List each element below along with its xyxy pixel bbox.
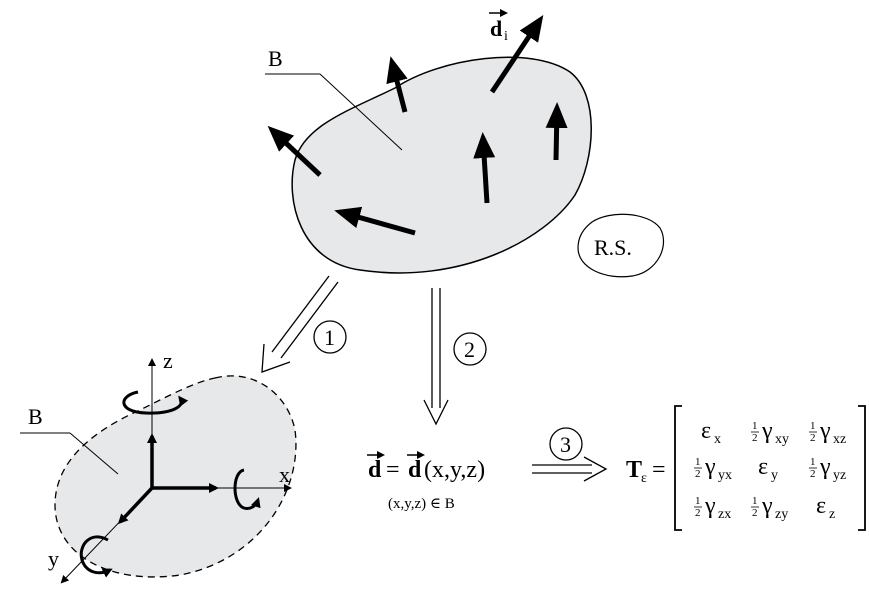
rotation-arcs [79, 390, 261, 578]
tensor-subscript: zy [775, 507, 788, 522]
half-denominator: 2 [695, 507, 701, 519]
rotation-arc-x [233, 468, 261, 510]
step-2-number: 2 [464, 337, 475, 362]
half-numerator: 1 [810, 456, 816, 468]
half-numerator: 1 [695, 495, 701, 507]
tensor-left-bracket [674, 405, 682, 531]
rotation-arc-y [79, 535, 113, 578]
rotation-arc-z [122, 390, 189, 415]
half-denominator: 2 [810, 432, 816, 444]
displacement-arrow-1 [386, 56, 408, 113]
half-denominator: 2 [752, 507, 758, 519]
step-1-arrow [261, 275, 339, 373]
equation-lhs: d [368, 457, 382, 483]
displacement-arrow-3 [267, 125, 322, 177]
tensor-symbol-epsilon: ε [816, 493, 826, 519]
displacement-arrow-5 [545, 102, 568, 161]
tensor-symbol-epsilon: ε [758, 454, 768, 480]
displacement-arrows [267, 15, 568, 236]
vector-label-di-sub: i [504, 29, 508, 44]
tensor-subscript: z [829, 507, 835, 522]
body-label-bottom: B [28, 404, 43, 429]
tensor-right-bracket [858, 405, 866, 531]
leader-line-top-diag [319, 73, 403, 151]
leader-line-bottom-diag [69, 432, 119, 475]
half-numerator: 1 [752, 495, 758, 507]
tensor-symbol-gamma: γ [819, 418, 831, 444]
equation-eq: = [386, 457, 400, 483]
tensor-eq: = [652, 457, 666, 483]
step-1-circle [313, 320, 347, 354]
tensor-subscript: zx [718, 507, 731, 522]
half-numerator: 1 [752, 420, 758, 432]
rigid-body-shape [54, 375, 297, 578]
tensor-subscript: yx [718, 468, 732, 483]
reference-system-label: R.S. [594, 235, 632, 260]
tensor-symbol-gamma: γ [761, 418, 773, 444]
x-axis-label: x [279, 462, 290, 487]
tensor-subscript: xy [775, 432, 789, 447]
tensor-symbol-gamma: γ [761, 493, 773, 519]
tensor-subscript: yz [833, 468, 846, 483]
displacement-arrow-6 [334, 206, 416, 236]
half-denominator: 2 [695, 468, 701, 480]
equation-args: (x,y,z) [424, 457, 485, 483]
tensor-symbol: T [626, 457, 642, 483]
displacement-arrow-2 [489, 15, 544, 94]
tensor-symbol-gamma: γ [704, 493, 716, 519]
tensor-symbol-epsilon: ε [701, 418, 711, 444]
z-axis-label: z [163, 348, 173, 373]
step-1-number: 1 [324, 325, 335, 350]
tensor-subscript: y [771, 468, 778, 483]
equation-rhs: d [408, 457, 422, 483]
tensor-subscript: xz [833, 432, 846, 447]
equation-domain: (x,y,z) ∈ B [388, 496, 455, 512]
displacement-arrow-4 [473, 132, 496, 204]
step-2-arrow [423, 288, 449, 426]
coordinate-axes [60, 358, 292, 584]
tensor-subscript: x [714, 432, 721, 447]
y-axis-label: y [48, 546, 59, 571]
tensor-symbol-sub: ε [641, 471, 647, 486]
reference-system-shape [577, 213, 665, 278]
displacement-equation: d = d (x,y,z) (x,y,z) ∈ B [367, 451, 485, 512]
half-numerator: 1 [810, 420, 816, 432]
step-2-circle [453, 332, 487, 366]
step-3-number: 3 [560, 432, 571, 457]
step-3-arrow [532, 456, 608, 482]
half-denominator: 2 [810, 468, 816, 480]
body-label-top: B [268, 46, 283, 71]
y-axis-bold [117, 486, 154, 525]
vector-label-di: d [490, 16, 502, 41]
tensor-symbol-gamma: γ [819, 454, 831, 480]
step-3-circle [549, 427, 583, 461]
tensor-symbol-gamma: γ [704, 454, 716, 480]
half-numerator: 1 [695, 456, 701, 468]
half-denominator: 2 [752, 432, 758, 444]
